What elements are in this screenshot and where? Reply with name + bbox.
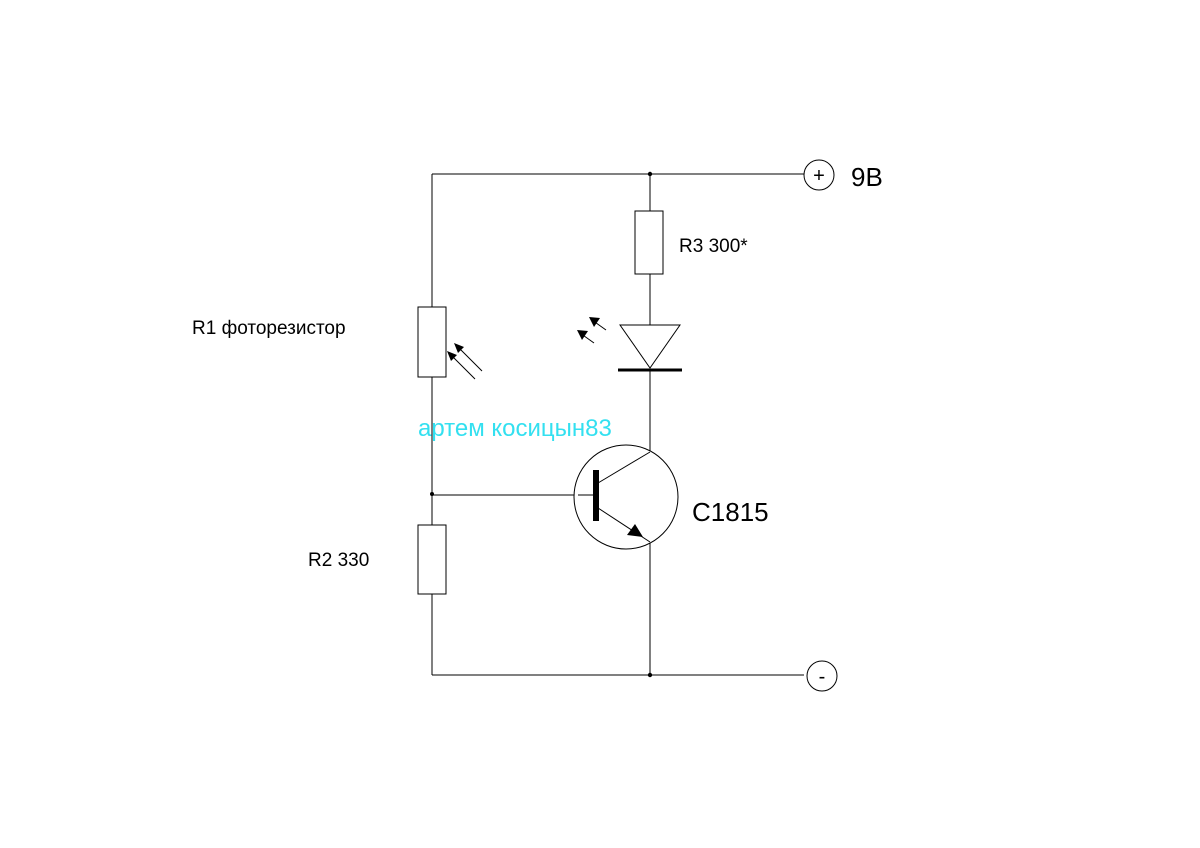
negative-terminal-symbol: - <box>819 666 826 688</box>
positive-terminal-symbol: + <box>813 165 825 187</box>
emitter-arrow-icon <box>627 524 643 537</box>
light-arrows-icon <box>447 343 483 380</box>
transistor-label: C1815 <box>692 497 769 527</box>
r1-photoresistor-symbol <box>417 306 447 378</box>
r2-label: R2 330 <box>308 550 369 571</box>
led-symbol <box>618 310 682 372</box>
positive-terminal: + <box>803 159 835 191</box>
supply-voltage-label: 9В <box>851 162 883 192</box>
watermark-text: артем косицын83 <box>418 415 612 442</box>
r1-label: R1 фоторезистор <box>192 318 346 339</box>
led-emission-arrows-icon <box>577 317 607 344</box>
r2-resistor-symbol <box>417 524 447 595</box>
r3-label: R3 300* <box>679 236 748 257</box>
negative-terminal: - <box>806 660 838 692</box>
transistor-symbol <box>573 444 679 550</box>
r3-resistor-symbol <box>634 210 664 275</box>
